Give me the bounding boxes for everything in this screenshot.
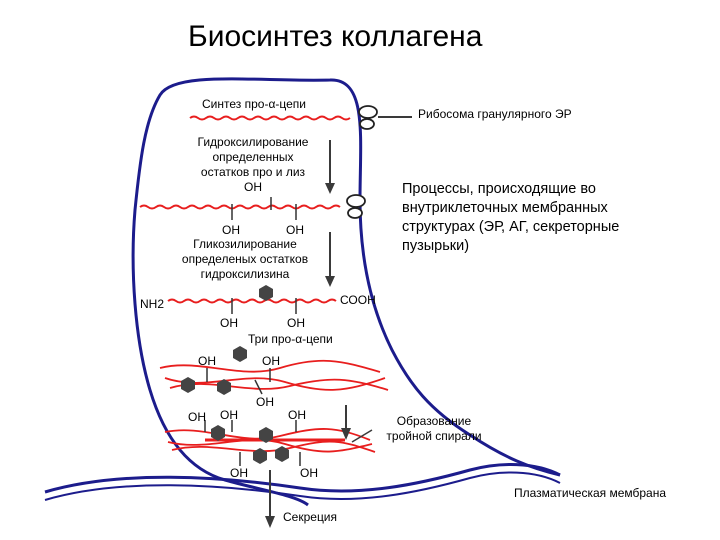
sugar-hexagon	[259, 285, 273, 301]
oh-label: ОН	[230, 466, 248, 480]
hydroxylation-line: остатков про и лиз	[200, 165, 306, 179]
oh-label: ОН	[287, 316, 305, 330]
triple-helix-pointer-line	[351, 429, 373, 443]
oh-label: ОН	[256, 395, 274, 409]
glycosylation-line: Гликозилирование	[193, 237, 297, 251]
secretion-label: Секреция	[283, 510, 338, 524]
sugar-hexagon	[233, 346, 247, 362]
glycosylation-line: определеных остатков	[181, 252, 309, 266]
synthesis-label: Синтез про-α-цепи	[202, 97, 306, 111]
processes-label: Процессы, происходящие во внутриклеточны…	[402, 180, 619, 256]
pro-alpha-chain-1	[189, 115, 351, 121]
oh-label: ОН	[220, 408, 238, 422]
sugar-hexagon	[259, 427, 273, 443]
glycosylation-line: гидроксилизина	[200, 267, 290, 281]
process-arrow-1	[325, 140, 335, 194]
ribosome-label: Рибосома гранулярного ЭР	[418, 107, 572, 121]
processes-line: структурах (ЭР, АГ, секреторные	[402, 219, 620, 235]
oh-tick	[254, 379, 263, 395]
plasma-membrane-inner	[44, 471, 561, 501]
secretion-arrow	[265, 470, 275, 528]
hydroxylation-line: ОН	[244, 180, 262, 194]
process-arrow-3	[341, 405, 351, 440]
oh-label: ОН	[188, 410, 206, 424]
page-title: Биосинтез коллагена	[188, 20, 483, 53]
nh2-label: NH2	[140, 297, 165, 311]
triple-helix-line: тройной спирали	[386, 429, 482, 443]
triple-helix-label: Образование тройной спирали	[374, 414, 494, 444]
oh-label: ОН	[198, 354, 216, 368]
plasma-membrane-outer	[44, 463, 561, 494]
three-pro-alpha-chains	[159, 359, 389, 391]
glycosylation-label: Гликозилирование определеных остатков ги…	[160, 237, 330, 282]
oh-label: ОН	[288, 408, 306, 422]
cooh-label: СООН	[340, 293, 376, 307]
ribosome-icon	[358, 105, 378, 130]
triple-helix-line: Образование	[396, 414, 472, 428]
oh-label: ОН	[222, 223, 240, 237]
sugar-hexagon	[181, 377, 195, 393]
plasma-membrane-label: Плазматическая мембрана	[514, 486, 667, 500]
sugar-hexagon	[217, 379, 231, 395]
hydroxylation-label: Гидроксилирование определенных остатков …	[178, 135, 328, 195]
oh-label: ОН	[300, 466, 318, 480]
oh-label: ОН	[286, 223, 304, 237]
processes-line: Процессы, происходящие во	[402, 181, 596, 197]
triple-helix	[164, 428, 376, 453]
processes-line: пузырьки)	[402, 238, 470, 254]
processes-line: внутриклеточных мембранных	[402, 200, 608, 216]
process-arrow-2	[325, 232, 335, 287]
sugar-hexagon	[253, 448, 267, 464]
hydroxylation-line: определенных	[212, 150, 294, 164]
oh-label: ОН	[220, 316, 238, 330]
ribosome-icon-2	[346, 194, 366, 219]
pro-alpha-chain-2	[139, 204, 341, 210]
oh-label: ОН	[262, 354, 280, 368]
hydroxylation-line: Гидроксилирование	[197, 135, 309, 149]
three-chains-label: Три про-α-цепи	[248, 332, 333, 346]
er-membrane	[131, 77, 561, 507]
sugar-hexagon	[275, 446, 289, 462]
pro-alpha-chain-3	[167, 298, 337, 304]
sugar-hexagon	[211, 425, 225, 441]
